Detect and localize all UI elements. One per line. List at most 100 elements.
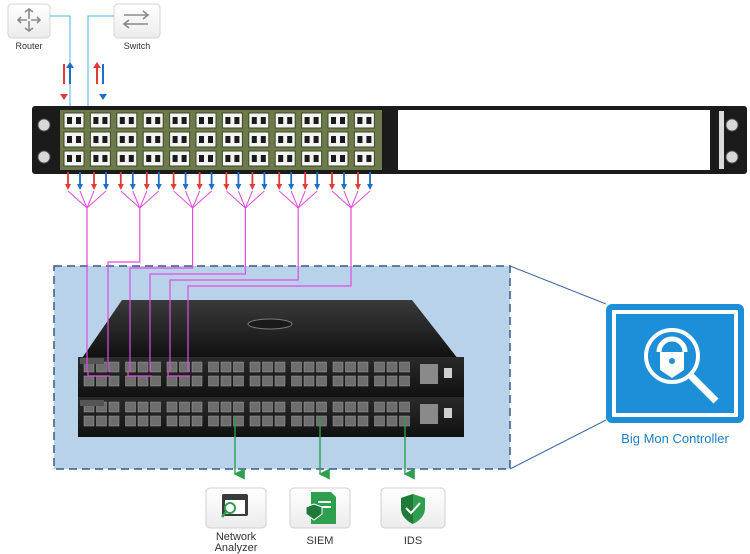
switch-port [274,361,286,373]
switch-port [291,375,302,387]
switch-port [386,375,398,387]
switch-port [262,375,273,387]
switch-port [125,375,136,387]
switch-port [233,361,244,373]
switch-port [233,401,244,413]
switch-port [96,415,107,427]
tap-port [274,131,296,148]
switch-port [262,401,273,413]
switch-port [374,415,385,427]
monitor-links [86,208,352,377]
switch-icon [122,10,150,29]
switch-port [262,415,273,427]
tap-port [274,112,296,129]
tap-port [89,131,111,148]
controller-label: Big Mon Controller [621,431,729,446]
switch-port [137,375,149,387]
switch-port [125,401,136,413]
switch-port [249,401,261,413]
tap-port [353,150,375,167]
switch-port [357,415,369,427]
switch-port [274,375,286,387]
router-label: Router [15,41,43,51]
switch-port [316,375,327,387]
tap-port [142,150,164,167]
switch-port [345,361,356,373]
switch-port [191,415,203,427]
tap-port [142,131,164,148]
switch-port [332,415,344,427]
switch-port [303,415,315,427]
switch-port [150,361,161,373]
tap-port [221,112,243,129]
tap-port [248,150,270,167]
switch-port [249,415,261,427]
tap-port [169,150,191,167]
switch-device [113,3,161,39]
switch-port [166,415,178,427]
switch-port [208,375,219,387]
switch-port [274,401,286,413]
fabric-switch-upper [78,300,464,397]
siem-icon [305,492,336,524]
switch-port [357,375,369,387]
switch-port [233,415,244,427]
switch-port [332,401,344,413]
tap-port [116,112,138,129]
tap-port [142,112,164,129]
switch-port [291,401,302,413]
tap-port [63,112,85,129]
tap-port [169,131,191,148]
router-icon [16,8,42,32]
switch-port [374,375,385,387]
switch-port [150,415,161,427]
traffic-arrows-top [60,62,107,100]
switch-label: Switch [123,41,151,51]
switch-port [399,401,410,413]
tap-port [248,112,270,129]
switch-port [83,375,95,387]
switch-port [399,375,410,387]
monitor-link [129,208,194,372]
switch-port [316,415,327,427]
switch-port [316,361,327,373]
tool-ids [380,487,446,529]
switch-port [108,401,120,413]
network-analyzer-label: Network Analyzer [214,531,258,554]
tap-port [63,150,85,167]
tap-port [63,131,85,148]
switch-port [345,415,356,427]
tap-port [221,131,243,148]
switch-port [137,415,149,427]
switch-port [96,375,107,387]
switch-port [249,375,261,387]
router-device [7,3,51,39]
tap-port [301,112,323,129]
switch-port [208,361,219,373]
switch-port [233,375,244,387]
switch-port [150,375,161,387]
switch-port [332,361,344,373]
switch-port [179,401,190,413]
switch-port [166,375,178,387]
tap-port [221,150,243,167]
tap-port [195,112,217,129]
switch-port [386,401,398,413]
switch-port [357,361,369,373]
switch-port [220,361,232,373]
switch-port [249,361,261,373]
big-mon-controller [606,304,744,423]
monitor-link [187,208,352,372]
switch-port [345,401,356,413]
switch-port [166,401,178,413]
tap-port [274,150,296,167]
switch-port [332,375,344,387]
tap-port [301,150,323,167]
panel-screws [37,111,739,169]
tap-port [353,131,375,148]
switch-port [179,415,190,427]
tap-port [327,131,349,148]
switch-port [108,361,120,373]
switch-port [374,361,385,373]
siem-label: SIEM [306,535,334,547]
